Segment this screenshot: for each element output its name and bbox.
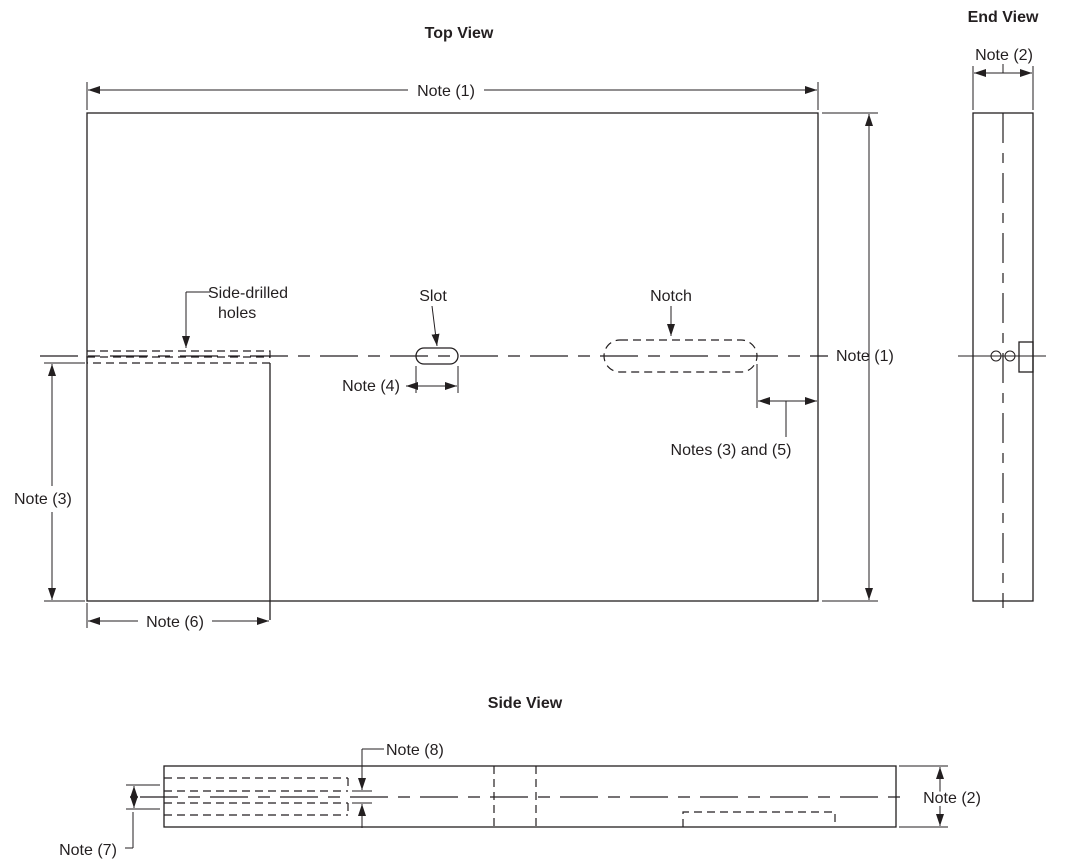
slot [415,347,459,365]
end-thickness-note: Note (2) [975,47,1033,64]
side-drilled-holes-label: Side-drilled [208,285,288,302]
end-view-hole-right [1004,350,1016,362]
notch-label: Notch [650,288,692,305]
slot-width-note: Note (4) [342,378,400,395]
side-view: Side View Note (8) Note [59,695,984,859]
hole-distance-note: Note (3) [14,491,72,508]
side-view-title: Side View [488,695,563,712]
side-gap-note: Note (8) [386,742,444,759]
side-hole-note: Note (7) [59,842,117,859]
notch [603,339,758,373]
top-view-title: Top View [425,25,494,42]
top-height-note: Note (1) [836,348,894,365]
notch-distance-note: Notes (3) and (5) [671,442,792,459]
side-drilled-holes [86,350,271,364]
side-thickness-note: Note (2) [923,790,981,807]
slot-label: Slot [419,288,447,305]
end-view-title: End View [968,9,1039,26]
side-drilled-holes-label-line2: holes [218,305,256,322]
end-view: End View Note (2) [958,9,1046,608]
end-view-hole-left [990,350,1002,362]
side-view-notch [682,811,836,827]
hole-depth-note: Note (6) [146,614,204,631]
end-view-notch [1018,341,1034,373]
side-view-holes [164,777,349,816]
top-view: Top View Note (1) Note (1) Side-drilled … [14,25,894,631]
top-width-note: Note (1) [417,83,475,100]
